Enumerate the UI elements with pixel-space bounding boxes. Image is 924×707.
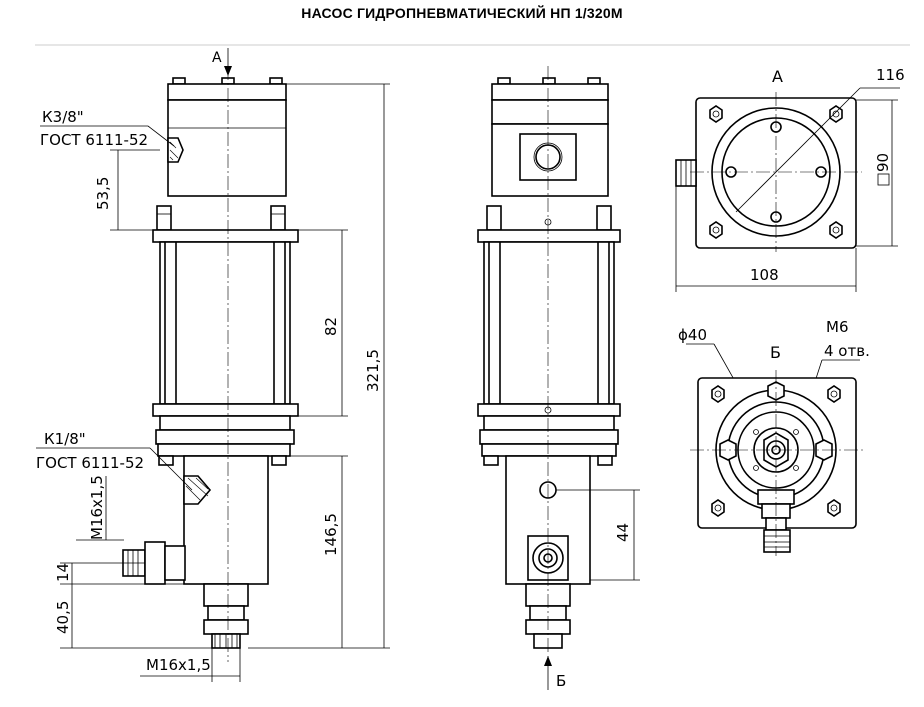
dim-44: 44 (614, 523, 632, 542)
dim-53-5: 53,5 (94, 177, 112, 210)
view-b-title: Б (770, 343, 781, 362)
view-a-corner-bolts (709, 105, 843, 239)
front-view: 44 Б (477, 66, 640, 690)
port-bottom-std: ГОСТ 6111-52 (36, 454, 144, 472)
view-a-arrow-label: А (212, 50, 222, 66)
view-a-title: А (772, 67, 783, 86)
dim-116: 116 (876, 66, 905, 84)
dim-4holes: 4 отв. (824, 342, 870, 360)
dim-m16-bottom: M16x1,5 (146, 656, 211, 674)
dim-m6: М6 (826, 318, 849, 336)
dim-108: 108 (750, 266, 779, 284)
view-b: Б ϕ40 М6 4 отв. (678, 318, 870, 556)
drawing-title: НАСОС ГИДРОПНЕВМАТИЧЕСКИЙ НП 1/320М (301, 5, 623, 21)
port-bottom-thread: К1/8" (44, 430, 86, 448)
dim-321-5: 321,5 (364, 349, 382, 392)
view-a: А 116 90 108 (675, 66, 905, 292)
dim-90: 90 (874, 153, 892, 172)
port-top-std: ГОСТ 6111-52 (40, 131, 148, 149)
view-b-arrow-label: Б (556, 672, 566, 690)
dim-m16-side: M16x1,5 (88, 475, 106, 540)
dim-14: 14 (54, 563, 72, 582)
port-top-thread: К3/8" (42, 108, 84, 126)
dim-82: 82 (322, 317, 340, 336)
view-b-corner-bolts (711, 385, 841, 517)
dim-40-5: 40,5 (54, 601, 72, 634)
left-view: А К3/8" ГОСТ 6111-52 К1/8" ГОСТ 6111-52 … (36, 48, 390, 682)
dim-146-5: 146,5 (322, 513, 340, 556)
dim-d40: ϕ40 (678, 326, 707, 344)
